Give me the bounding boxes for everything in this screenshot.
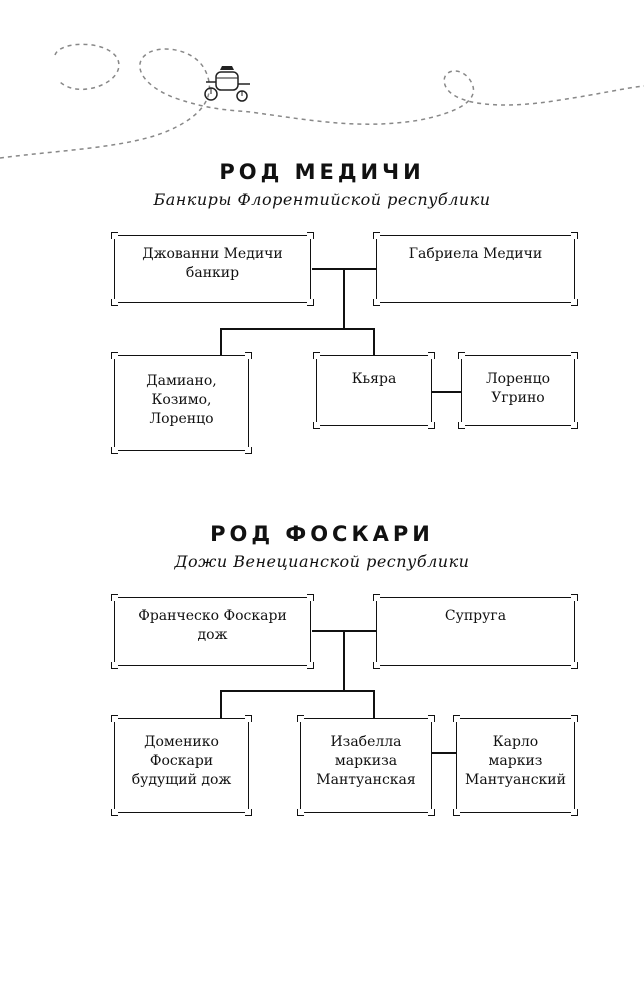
person-name: Кьяра (351, 371, 397, 387)
marriage-line (432, 752, 456, 754)
person-name: Изабелла (330, 734, 402, 750)
person-name: Габриела Медичи (408, 246, 543, 262)
person-box-domenico: Доменико Фоскари будущий дож (111, 715, 252, 816)
child-branch-line (220, 690, 222, 718)
person-box-isabella: Изабелла маркиза Мантуанская (297, 715, 435, 816)
person-box-giovanni: Джованни Медичи банкир (111, 232, 314, 306)
person-name: Лоренцо (149, 411, 214, 427)
child-branch-line (373, 690, 375, 718)
descent-line (343, 630, 345, 691)
person-box-carlo: Карло маркиз Мантуанский (453, 715, 578, 816)
child-branch-line (220, 328, 222, 355)
person-name: Джованни Медичи (142, 246, 283, 262)
person-name: Доменико (144, 734, 219, 750)
person-role: дож (197, 627, 228, 643)
person-box-sons: Дамиано, Козимо, Лоренцо (111, 352, 252, 454)
section-title-medici: РОД МЕДИЧИ (219, 160, 425, 184)
section-subtitle-medici: Банкиры Флорентийской республики (153, 190, 491, 209)
person-box-francesco: Франческо Фоскари дож (111, 594, 314, 669)
child-branch-line (373, 328, 375, 355)
marriage-line (432, 391, 462, 393)
person-role: маркиз (488, 753, 543, 769)
person-box-spouse: Супруга (373, 594, 578, 669)
children-line (220, 328, 374, 330)
person-name: Франческо Фоскари (138, 608, 287, 624)
person-name: Супруга (444, 608, 507, 624)
person-name: Лоренцо (485, 371, 551, 387)
dashed-path-decoration (0, 43, 644, 159)
person-box-gabriela: Габриела Медичи (373, 232, 578, 306)
person-box-lorenzo-ugrino: Лоренцо Угрино (458, 352, 578, 429)
section-subtitle-foscari: Дожи Венецианской республики (174, 552, 470, 571)
person-role: Мантуанская (316, 772, 416, 788)
person-role: банкир (185, 265, 240, 281)
person-name: Козимо, (151, 392, 212, 408)
person-role: маркиза (334, 753, 398, 769)
person-box-chiara: Кьяра (313, 352, 435, 429)
person-name: Дамиано, (146, 373, 217, 389)
children-line (220, 690, 374, 692)
descent-line (343, 268, 345, 329)
person-role: Мантуанский (465, 772, 566, 788)
person-name: Фоскари (149, 753, 214, 769)
person-name: Угрино (491, 390, 545, 406)
person-role: будущий дож (131, 772, 232, 788)
section-title-foscari: РОД ФОСКАРИ (210, 522, 434, 546)
person-name: Карло (492, 734, 539, 750)
carriage-icon (204, 66, 250, 102)
